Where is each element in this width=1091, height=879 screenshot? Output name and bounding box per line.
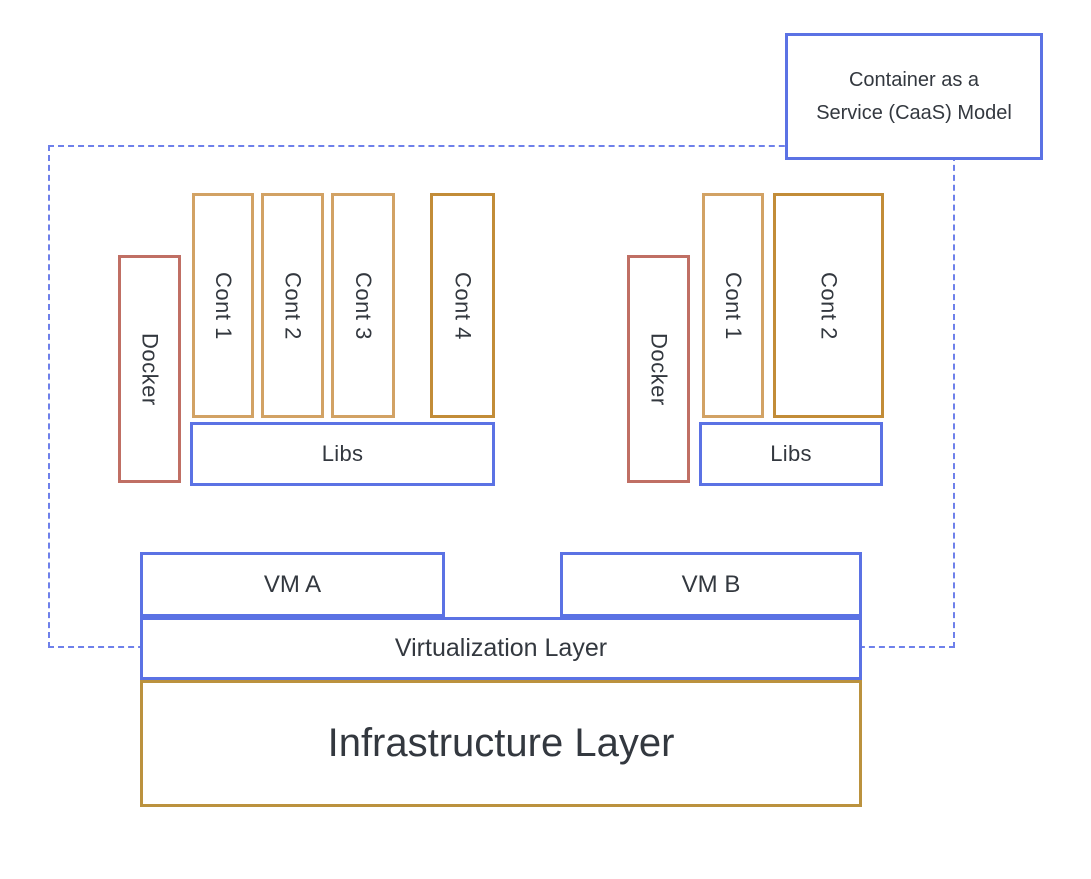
libs-label-left: Libs [321, 441, 364, 466]
vm-b-label: VM B [681, 570, 741, 598]
caas-title-line2: Service (CaaS) Model [816, 101, 1012, 124]
container-2-left-label: Cont 2 [280, 271, 306, 340]
container-1-right: Cont 1 [702, 193, 764, 418]
docker-engine-box-right: Docker [627, 255, 690, 483]
libs-box-right: Libs [699, 422, 883, 486]
vm-a-label: VM A [263, 570, 322, 598]
docker-label-left: Docker [137, 332, 163, 406]
container-2-left: Cont 2 [261, 193, 324, 418]
infrastructure-layer-label: Infrastructure Layer [327, 721, 675, 765]
infrastructure-layer-box: Infrastructure Layer [140, 680, 862, 807]
caas-title-box: Container as a Service (CaaS) Model [785, 33, 1043, 160]
virtualization-layer-box: Virtualization Layer [140, 617, 862, 680]
container-3-left: Cont 3 [331, 193, 395, 418]
vm-a-box: VM A [140, 552, 445, 617]
vm-b-box: VM B [560, 552, 862, 617]
virtualization-layer-label: Virtualization Layer [394, 634, 608, 662]
container-4-left-label: Cont 4 [450, 271, 476, 340]
container-1-left: Cont 1 [192, 193, 254, 418]
libs-box-left: Libs [190, 422, 495, 486]
docker-label-right: Docker [646, 332, 672, 406]
libs-label-right: Libs [770, 441, 812, 466]
container-2-right: Cont 2 [773, 193, 884, 418]
container-4-left: Cont 4 [430, 193, 495, 418]
container-1-left-label: Cont 1 [211, 271, 236, 340]
container-1-right-label: Cont 1 [721, 271, 746, 340]
container-2-right-label: Cont 2 [816, 271, 842, 340]
container-3-left-label: Cont 3 [351, 271, 376, 340]
caas-title-line1: Container as a [848, 68, 980, 91]
docker-engine-box-left: Docker [118, 255, 181, 483]
